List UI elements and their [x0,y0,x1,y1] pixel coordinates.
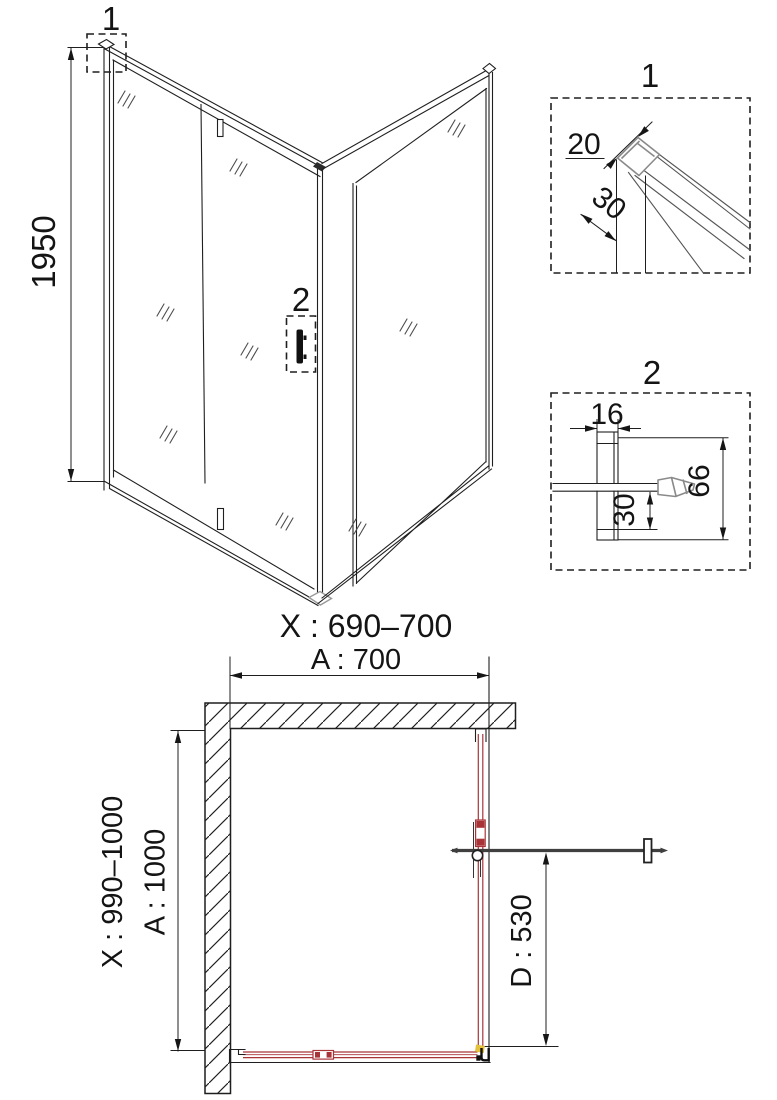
plan-corner-yellow-mark [475,1044,485,1053]
callout-1: 1 [86,0,127,73]
top-left-cap [97,38,116,50]
plan-dim-door: D : 530 [482,852,559,1047]
plan-dim-door-label: D : 530 [506,894,538,988]
width-range-label: X : 690–700 [280,608,453,644]
detail-2-dim-30-label: 30 [608,493,641,526]
plan-bottom-handle-outline [312,1049,335,1060]
plan-open-door-tip-left [450,847,458,854]
side-face-frame-lines [317,68,494,605]
plan-red-fills [315,820,485,1058]
door-top-pivot-pin [216,118,224,138]
plan-dim-width-label: A : 700 [311,644,401,676]
plan-dim-depth: X : 990–1000 A : 1000 [97,730,206,1052]
plan-dim-depth-label: A : 1000 [140,829,172,935]
plan-pivot-circle [471,849,484,862]
detail-2-dim-16-label: 16 [590,398,623,431]
detail-1-dim-20-label: 20 [567,128,600,161]
wall-hatched [204,702,517,1095]
detail-1-dim-30-label: 30 [586,180,633,227]
callout-2-label: 2 [292,281,310,318]
plan-view: A : 700 X : 990–1000 A : 1000 D : 530 [97,644,668,1095]
detail-1-label: 1 [641,57,659,94]
plan-corner-profile [480,1048,490,1062]
plan-dim-depth-range-label: X : 990–1000 [97,796,129,969]
detail-1-profile-tube [616,136,661,177]
plan-red-glass-lines [243,734,486,1060]
top-right-cap [482,62,497,75]
detail-1-dim-30: 30 [580,180,633,242]
detail-1-view: 1 20 30 [550,57,751,274]
plan-top-bracket [474,728,487,743]
detail-2-knob-facets [670,477,688,497]
callout-2: 2 [285,281,317,373]
plan-dim-width: A : 700 [229,644,490,729]
door-handle-pin-top [303,335,307,340]
plan-left-bracket [228,1048,246,1064]
callout-2-box [285,315,317,373]
height-dimension-1950: 1950 [25,47,104,482]
detail-2-glass-lines [552,482,659,492]
plan-hinge-element [475,819,486,848]
detail-2-box [550,392,751,571]
front-face-frame-lines [103,42,323,607]
callout-1-box [86,33,127,73]
door-bottom-pivot-pin [216,507,225,531]
front-face [97,38,323,607]
plan-hinge-cap-bottom [476,838,485,846]
corner-post-lines [316,163,324,602]
plan-corner-profile-foot [476,1055,481,1061]
detail-1-extension-lines [616,159,646,273]
detail-2-label: 2 [643,354,661,391]
plan-hinge-cap-top [476,820,485,828]
detail-2-dim-16: 16 [570,398,641,432]
corner-post [307,162,333,606]
plan-bottom-handle-cap-left [315,1052,320,1058]
callout-1-label: 1 [102,0,120,37]
side-face [317,62,497,605]
detail-1-dim-20: 20 [565,121,653,170]
detail-2-dim-66-label: 66 [683,464,716,497]
plan-open-door [450,838,668,864]
height-dimension-label: 1950 [25,215,62,288]
plan-open-door-handle [643,838,653,864]
detail-2-dim-30: 30 [608,492,654,530]
detail-2-dim-66: 66 [617,437,729,541]
door-division-line [200,103,206,484]
arrow-up-icon [67,48,75,60]
detail-1-tube-inner-lines [620,140,655,160]
detail-2-glass-fill [553,484,658,491]
arrow-down-icon [67,469,75,481]
plan-bottom-handle-cap-right [326,1052,332,1058]
door-handle-pin-bottom [303,354,307,359]
plan-open-door-tip-right [660,847,668,854]
perspective-view: 1950 1 2 [25,0,497,644]
detail-2-view: 2 16 66 30 [550,354,751,571]
door-handle [296,329,303,364]
detail-1-glass-lines [627,146,751,274]
detail-1-box [550,97,751,274]
corner-post-bottom-cap [307,590,333,606]
